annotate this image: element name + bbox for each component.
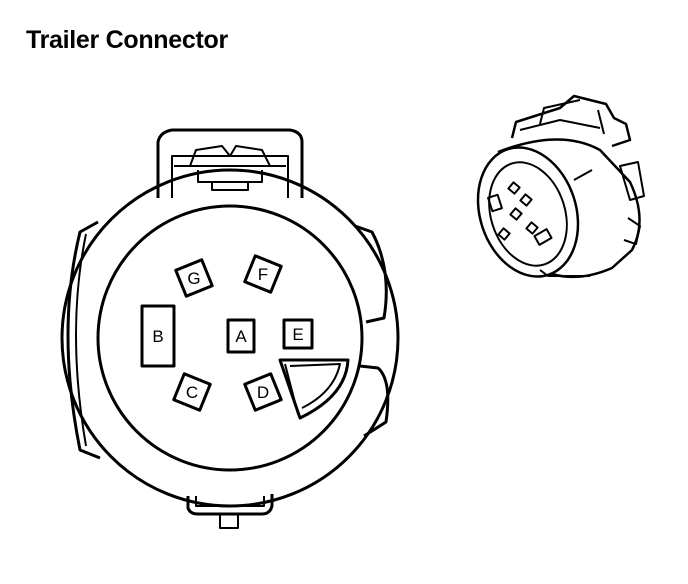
pin-e-cavity xyxy=(282,318,314,350)
perspective-face-inner xyxy=(488,161,568,267)
pin-labels: G F B A E C D xyxy=(152,265,303,402)
diagram-title: Trailer Connector xyxy=(26,26,228,54)
pin-b-label: B xyxy=(152,327,163,346)
pin-c-cavity xyxy=(172,372,212,412)
pin-b-cavity xyxy=(140,304,176,368)
pin-f-label: F xyxy=(258,265,268,284)
key-wedge xyxy=(278,358,350,420)
perspective-pin-5 xyxy=(497,227,511,241)
left-rim xyxy=(66,220,101,460)
perspective-pin-4 xyxy=(509,207,523,221)
pin-cavities xyxy=(140,254,314,412)
right-tab-lower xyxy=(359,364,390,438)
pin-d-label: D xyxy=(257,383,269,402)
pin-a-cavity xyxy=(226,318,256,354)
pin-a-label: A xyxy=(235,327,247,346)
pin-g-cavity xyxy=(174,258,214,298)
top-latch xyxy=(156,128,304,198)
pin-e-label: E xyxy=(292,325,303,344)
pin-c-label: C xyxy=(186,383,198,402)
connector-perspective-view xyxy=(476,94,645,279)
pin-d-cavity xyxy=(243,372,283,412)
pin-g-label: G xyxy=(187,269,200,288)
outer-ring xyxy=(60,168,400,508)
perspective-pin-7 xyxy=(533,228,553,246)
perspective-pin-1 xyxy=(487,193,503,213)
perspective-pin-2 xyxy=(507,181,521,195)
perspective-face-ring xyxy=(476,146,580,278)
connector-face-view xyxy=(60,128,400,529)
inner-face xyxy=(96,204,364,472)
pin-f-cavity xyxy=(243,254,283,294)
perspective-pin-3 xyxy=(519,193,533,207)
perspective-pin-6 xyxy=(525,221,539,235)
bottom-latch xyxy=(186,494,274,516)
